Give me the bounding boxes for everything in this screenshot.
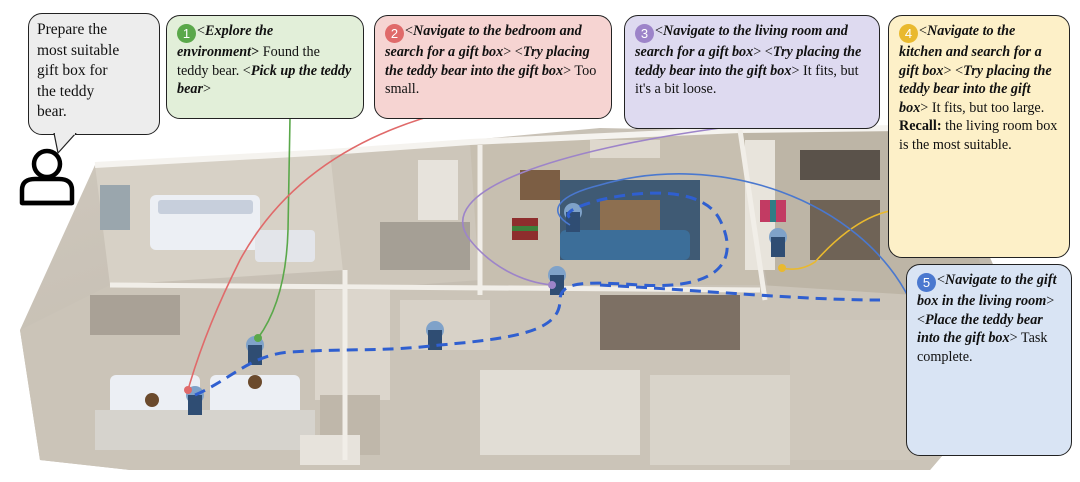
connector-step-1 [257,117,291,339]
teddy-bear [145,375,262,407]
step-1-bubble: 1<Explore the environment> Found the ted… [166,15,364,119]
connector-step-2 [187,111,446,391]
sofa [560,230,690,260]
step-text: < [511,44,523,60]
step-text: > [563,62,572,79]
step-text: < [919,23,928,39]
instruction-line: most suitable [37,41,120,59]
user-icon [19,148,75,206]
step-text: Task complete. [917,330,1048,365]
step-text: < [197,23,206,39]
step-text: > [203,81,212,98]
window-top-left [100,185,130,230]
robot-6 [769,228,787,257]
step-action-text: Navigate to the bedroom and search for a… [385,23,582,60]
step-text: < [951,62,964,79]
robot-4 [548,266,566,295]
step-text: Recall: [899,118,942,135]
step-text: > [251,44,260,60]
step-text: < [937,272,946,288]
step-text: > [943,62,952,79]
step-text: > [1046,293,1055,309]
step-number-badge: 2 [385,24,404,43]
step-3-bubble: 3<Navigate to the living room and search… [624,15,880,129]
step-text: > [920,99,929,116]
robot-5 [564,203,582,232]
instruction-line: Prepare the [37,21,108,38]
step-text: > [791,62,800,79]
step-number-badge: 1 [177,24,196,43]
connector-step-4 [781,209,896,270]
step-action-text: Try placing the teddy bear into the gift… [385,44,590,79]
step-text: It fits, but too large. [928,99,1045,116]
step-text: Found the teddy bear. [177,44,320,79]
step-text: It fits, but it's a bit loose. [635,62,859,98]
step-number-badge: 3 [635,24,654,43]
step-text: < [917,311,926,328]
connector-step-3 [462,127,721,286]
instruction-line: gift box for [37,62,108,79]
step-text: < [655,23,664,39]
step-action-text: Navigate to the kitchen and search for a… [899,23,1042,79]
instruction-line: bear. [37,103,67,120]
instruction-bubble-tail [53,133,77,155]
step-text: Too small. [385,62,597,98]
step-text: < [761,44,773,60]
step-number-badge: 4 [899,24,918,43]
step-action-text: Pick up the teddy bear [177,62,352,98]
step-action-text: Try placing the teddy bear into the gift… [899,62,1052,116]
connector-step-5 [557,173,911,301]
step-4-bubble: 4<Navigate to the kitchen and search for… [888,15,1070,258]
step-text: < [242,62,251,79]
step-text: the living room box is the most suitable… [899,118,1058,153]
step-text: > [1009,330,1018,347]
step-action-text: Explore the environment [177,23,274,60]
step-action-text: Place the teddy bear into the gift box [917,311,1043,347]
step-action-text: Navigate to the gift box in the living r… [917,272,1057,309]
step-text: > [503,44,512,60]
step-2-bubble: 2<Navigate to the bedroom and search for… [374,15,612,119]
step-action-text: Navigate to the living room and search f… [635,23,848,60]
step-number-badge: 5 [917,273,936,292]
instruction-bubble: Prepare the most suitable gift box for t… [28,13,160,135]
robot-trajectory [194,191,881,397]
step-5-bubble: 5<Navigate to the gift box in the living… [906,264,1072,456]
step-action-text: Try placing the teddy bear into the gift… [635,44,862,79]
instruction-line: the teddy [37,82,95,100]
step-text: > [753,44,762,60]
step-text: < [405,23,414,39]
